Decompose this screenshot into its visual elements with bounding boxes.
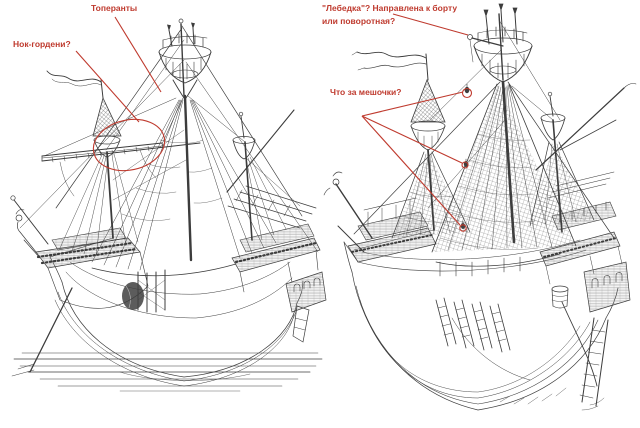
annotation-label-lebedka-line2: или поворотная? (322, 16, 396, 26)
annotation-label-lebedka-line1: "Лебедка"? Направлена к борту (322, 3, 458, 13)
left-ship-engraving (10, 18, 327, 392)
annotation-line-lebedka (392, 13, 469, 36)
right-ship-engraving (323, 3, 637, 411)
annotation-ellipse-yardarm (92, 118, 166, 172)
annotation-label-toperanty: Топеранты (91, 3, 138, 13)
annotation-line-toperanty (114, 16, 162, 93)
annotation-label-lebedka: "Лебедка"? Направлена к борту или поворо… (322, 2, 457, 28)
annotation-lines-meshochki (361, 87, 473, 232)
annotation-label-nok-gordeni: Нок-гордени? (13, 39, 71, 49)
winch-davit (467, 34, 504, 63)
annotation-label-meshochki: Что за мешочки? (330, 87, 402, 97)
annotation-line-nok-gordeni (75, 50, 140, 123)
water-lines (11, 352, 323, 392)
